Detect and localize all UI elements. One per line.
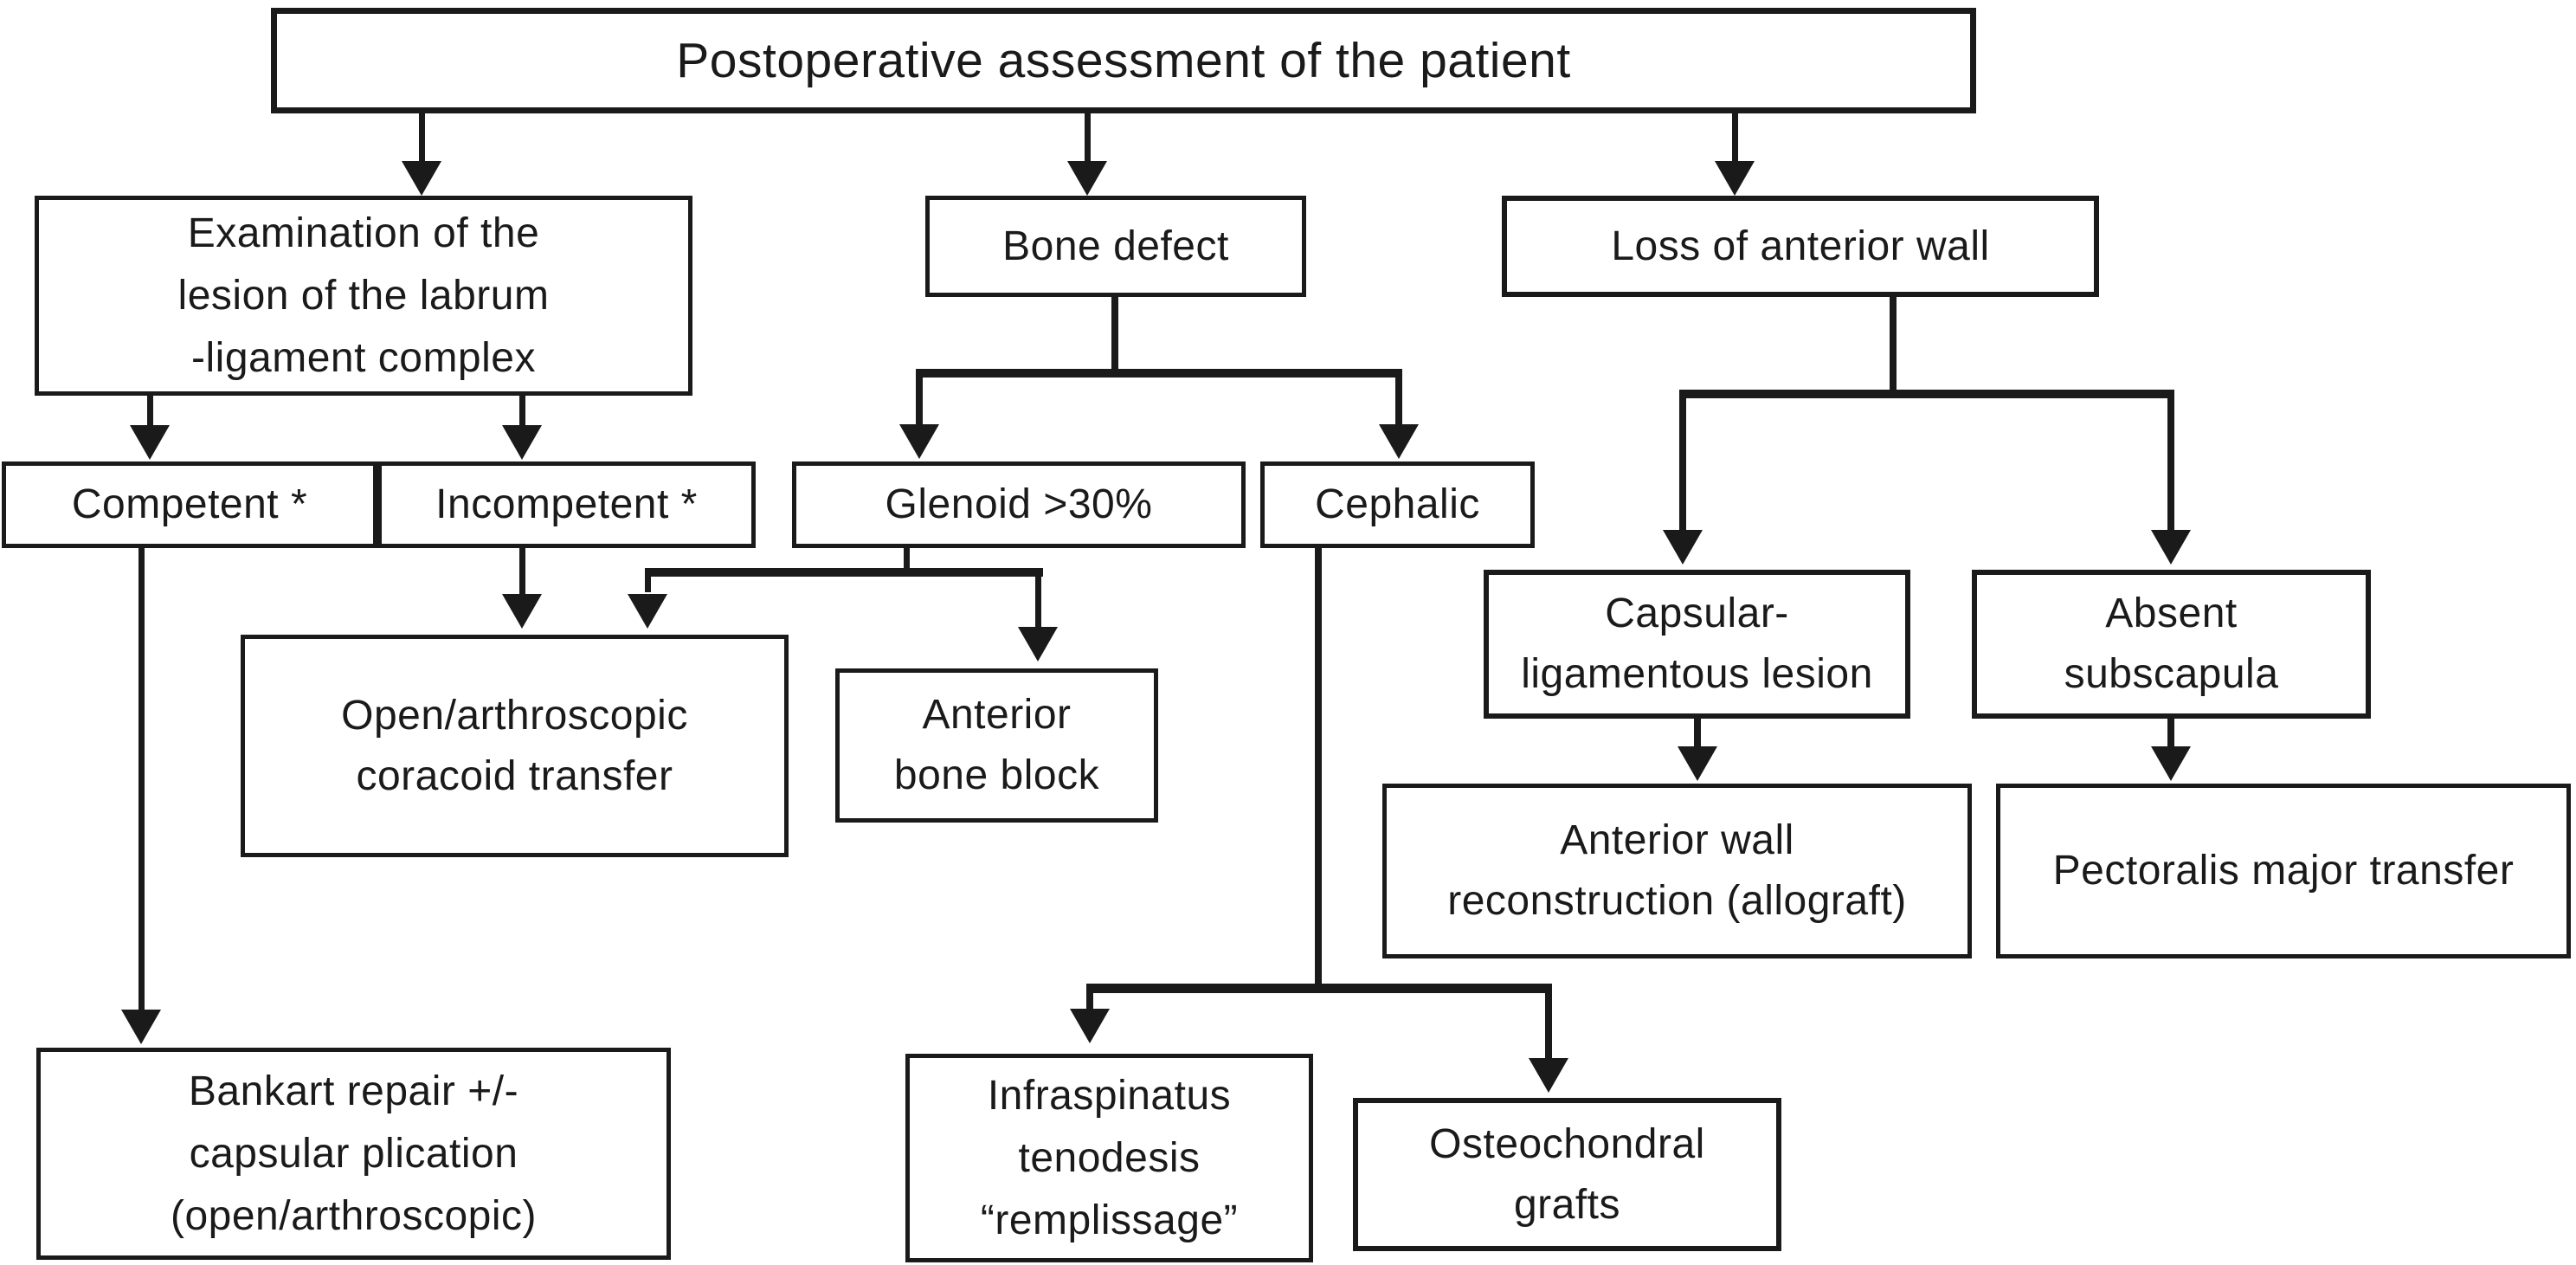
connector-line: [1086, 984, 1552, 993]
node-bankart-repair: Bankart repair +/- capsular plication (o…: [36, 1048, 671, 1260]
node-examination-labrum-ligament: Examination of the lesion of the labrum …: [35, 196, 692, 396]
arrowhead-down: [121, 1010, 161, 1044]
node-cephalic: Cephalic: [1260, 461, 1535, 548]
connector-line: [904, 548, 910, 574]
connector-line: [1679, 390, 1686, 532]
connector-line: [1545, 984, 1552, 1058]
connector-line: [1085, 113, 1091, 164]
arrowhead-down: [1067, 161, 1107, 196]
connector-line: [1679, 390, 2174, 398]
arrowhead-down: [628, 594, 667, 629]
arrowhead-down: [502, 594, 542, 629]
node-capsular-ligamentous-lesion: Capsular- ligamentous lesion: [1484, 570, 1910, 719]
node-infraspinatus-remplissage: Infraspinatus tenodesis “remplissage”: [905, 1054, 1313, 1262]
node-anterior-bone-block: Anterior bone block: [835, 668, 1158, 823]
connector-line: [1086, 984, 1093, 1010]
connector-line: [1732, 113, 1738, 164]
node-anterior-wall-reconstruction: Anterior wall reconstruction (allograft): [1382, 784, 1972, 958]
connector-line: [916, 369, 923, 425]
arrowhead-down: [1070, 1009, 1110, 1043]
arrowhead-down: [130, 425, 170, 460]
connector-line: [2167, 719, 2174, 750]
arrowhead-down: [1678, 746, 1717, 781]
arrowhead-down: [1715, 161, 1755, 196]
connector-line: [1315, 548, 1322, 992]
connector-line: [519, 548, 525, 596]
connector-line: [519, 396, 525, 432]
node-postoperative-assessment: Postoperative assessment of the patient: [271, 8, 1976, 113]
connector-line: [1111, 297, 1118, 375]
connector-line: [1035, 568, 1041, 629]
node-loss-anterior-wall: Loss of anterior wall: [1502, 196, 2099, 297]
node-bone-defect: Bone defect: [925, 196, 1306, 297]
arrowhead-down: [2151, 530, 2191, 565]
connector-line: [916, 369, 1402, 378]
arrowhead-down: [1379, 424, 1419, 459]
node-incompetent: Incompetent *: [377, 461, 756, 548]
connector-line: [645, 568, 651, 592]
node-competent: Competent *: [2, 461, 377, 548]
node-coracoid-transfer: Open/arthroscopic coracoid transfer: [241, 635, 789, 857]
node-glenoid-30: Glenoid >30%: [792, 461, 1246, 548]
connector-line: [2167, 390, 2174, 532]
arrowhead-down: [899, 424, 939, 459]
connector-line: [1395, 369, 1402, 425]
connector-line: [1890, 297, 1897, 397]
arrowhead-down: [2151, 746, 2191, 781]
node-pectoralis-major-transfer: Pectoralis major transfer: [1996, 784, 2571, 958]
node-osteochondral-grafts: Osteochondral grafts: [1353, 1098, 1781, 1251]
connector-line: [645, 568, 1043, 577]
connector-line: [419, 113, 425, 164]
connector-line: [138, 548, 145, 1016]
arrowhead-down: [1663, 530, 1703, 565]
arrowhead-down: [402, 161, 441, 196]
arrowhead-down: [502, 425, 542, 460]
arrowhead-down: [1529, 1058, 1568, 1093]
connector-line: [147, 396, 153, 432]
connector-line: [1694, 719, 1701, 750]
arrowhead-down: [1018, 627, 1058, 662]
node-absent-subscapula: Absent subscapula: [1972, 570, 2371, 719]
